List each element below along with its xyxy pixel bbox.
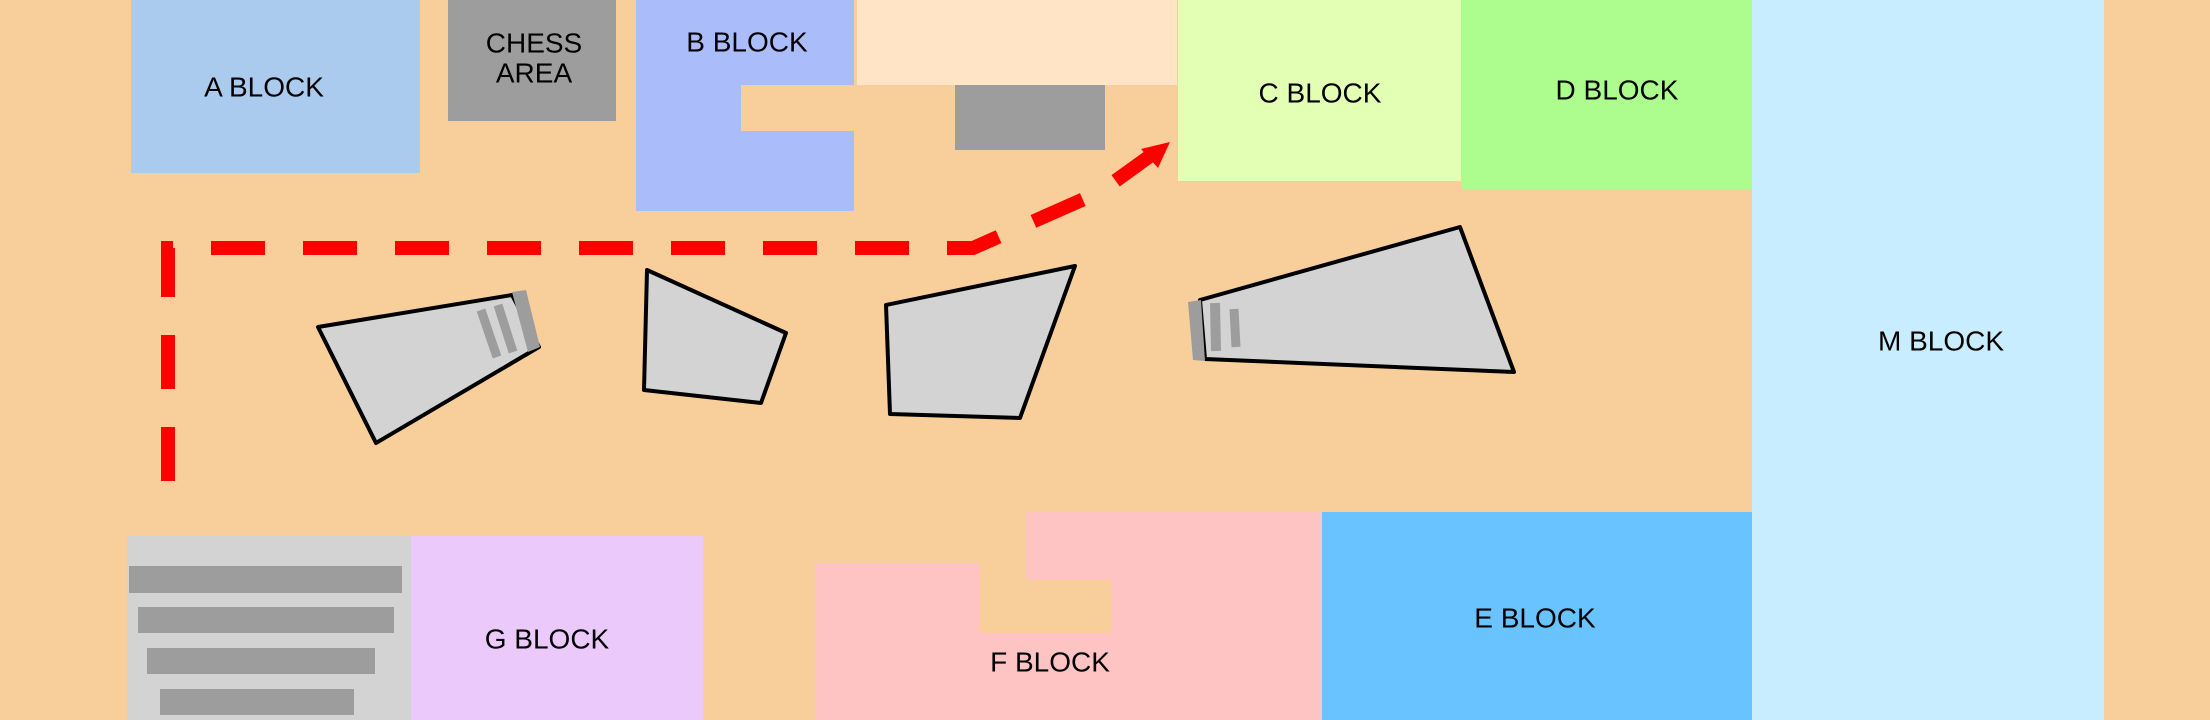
chess-area[interactable] [448, 0, 616, 121]
d-block-label: D BLOCK [1556, 74, 1679, 105]
stair-step [138, 607, 394, 633]
d-block[interactable] [1461, 0, 1752, 189]
vehicle-marking [512, 290, 540, 352]
vehicle-marking-line [476, 308, 502, 359]
f-block-label: F BLOCK [990, 646, 1110, 677]
c-block-label: C BLOCK [1259, 77, 1382, 108]
parked-vehicle-icon [642, 268, 788, 405]
a-block-label: A BLOCK [204, 71, 324, 102]
m-block-label: M BLOCK [1878, 325, 2004, 356]
vehicle-marking [1188, 300, 1205, 361]
stair-step [160, 689, 354, 715]
vehicle-marking-line [1210, 302, 1221, 352]
stairs-icon [127, 536, 411, 720]
g-block[interactable] [411, 536, 703, 720]
chess-area-label-line2: AREA [496, 57, 573, 88]
c-block[interactable] [1178, 0, 1461, 181]
vehicle-marking-line [493, 303, 518, 354]
route-path [161, 150, 1155, 481]
route-arrowhead [1141, 142, 1170, 168]
dashed-arrow-icon [161, 142, 1170, 481]
b-block-label: B BLOCK [686, 26, 808, 57]
parked-vehicle-icon [884, 264, 1077, 420]
grey-structure [955, 85, 1105, 150]
f-block[interactable] [815, 512, 1322, 720]
parked-vehicle-icon [1188, 225, 1516, 374]
chess-area-label-line1: CHESS [486, 27, 582, 58]
b-block[interactable] [636, 0, 854, 211]
e-block[interactable] [1322, 512, 1752, 720]
parked-vehicle-icon [316, 290, 541, 445]
e-block-label: E BLOCK [1474, 602, 1596, 633]
a-block[interactable] [131, 0, 420, 173]
m-block[interactable] [1752, 0, 2104, 720]
vehicle-marking-line [1229, 308, 1241, 348]
stair-step [147, 648, 375, 674]
top-strip-area [857, 0, 1177, 85]
stair-step [129, 566, 402, 593]
g-block-label: G BLOCK [485, 623, 610, 654]
